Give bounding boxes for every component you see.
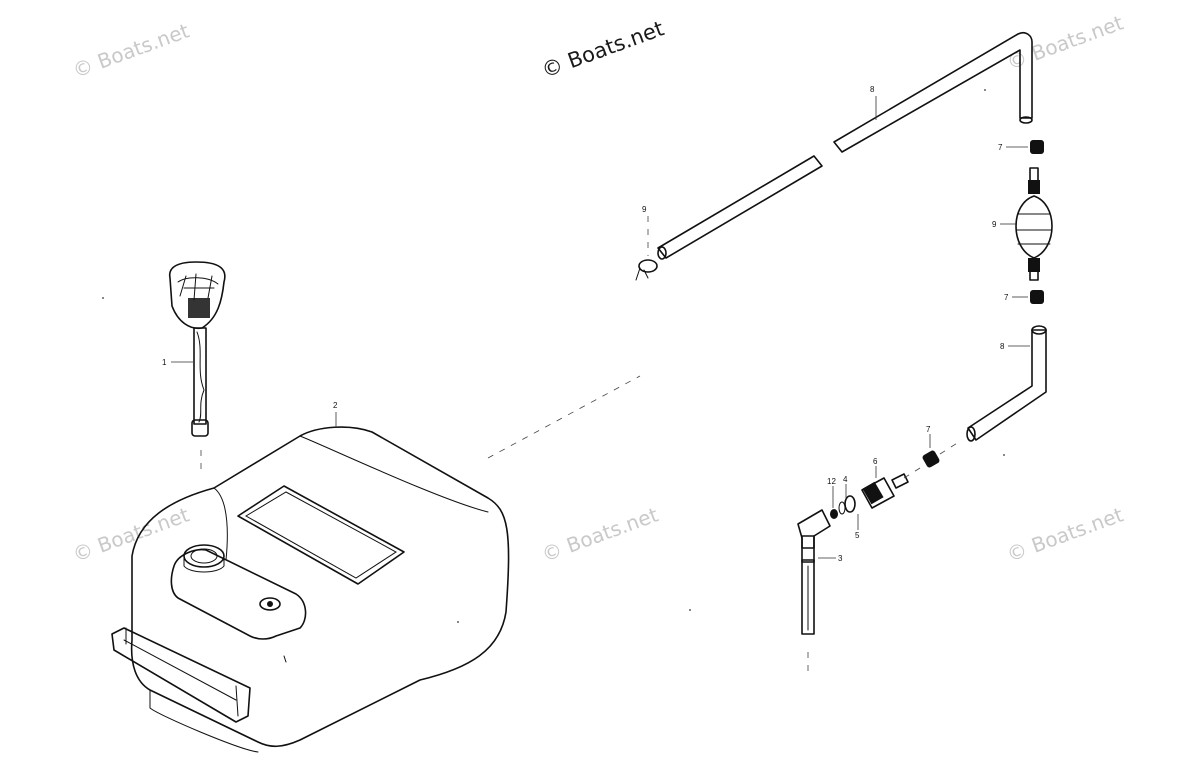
elbow-pickup-tube — [797, 509, 831, 676]
connector-dashline — [903, 467, 921, 479]
watermark-top-left: © Boats.net — [70, 18, 193, 82]
part-label-7a: 7 — [998, 143, 1003, 152]
watermark-top-right: © Boats.net — [1004, 10, 1127, 74]
watermark-main: © Boats.net — [539, 16, 668, 82]
watermark-mid-right: © Boats.net — [1004, 502, 1127, 566]
part-label-8: 8 — [1000, 342, 1005, 351]
fuel-hose-lower — [966, 325, 1047, 442]
watermark-mid-center: © Boats.net — [539, 502, 662, 566]
part-label-2: 2 — [333, 401, 338, 410]
part-label-5: 5 — [855, 531, 860, 540]
o-ring — [844, 495, 856, 513]
watermark-mid-left: © Boats.net — [70, 502, 193, 566]
part-label-11: 9 — [642, 205, 647, 214]
fuel-tank — [111, 426, 510, 753]
part-label-1: 1 — [162, 358, 167, 367]
clamp-middle — [1030, 290, 1044, 304]
stray-dot — [457, 621, 459, 623]
hose-clamp — [635, 259, 658, 281]
fuel-gauge-pickup — [168, 261, 226, 470]
clamp-dashline — [939, 439, 963, 455]
part-label-3: 3 — [838, 554, 843, 563]
stray-dot — [689, 609, 691, 611]
tank-connection-dashline — [487, 375, 641, 459]
stray-dot — [102, 297, 104, 299]
part-label-12: 12 — [827, 477, 836, 486]
part-label-6: 6 — [873, 457, 878, 466]
washer — [838, 501, 846, 515]
part-label-10: 8 — [870, 85, 875, 94]
part-label-9: 9 — [992, 220, 997, 229]
clamp-top — [1030, 140, 1044, 154]
clamp-lower — [922, 450, 940, 468]
seal — [830, 509, 838, 519]
connector — [861, 473, 909, 509]
part-label-4: 4 — [843, 475, 848, 484]
primer-bulb — [1015, 167, 1053, 281]
part-label-7c: 7 — [926, 425, 931, 434]
part-label-7b: 7 — [1004, 293, 1009, 302]
fuel-hose-upper — [657, 31, 1033, 260]
stray-dot — [1003, 454, 1005, 456]
stray-dot — [984, 89, 986, 91]
